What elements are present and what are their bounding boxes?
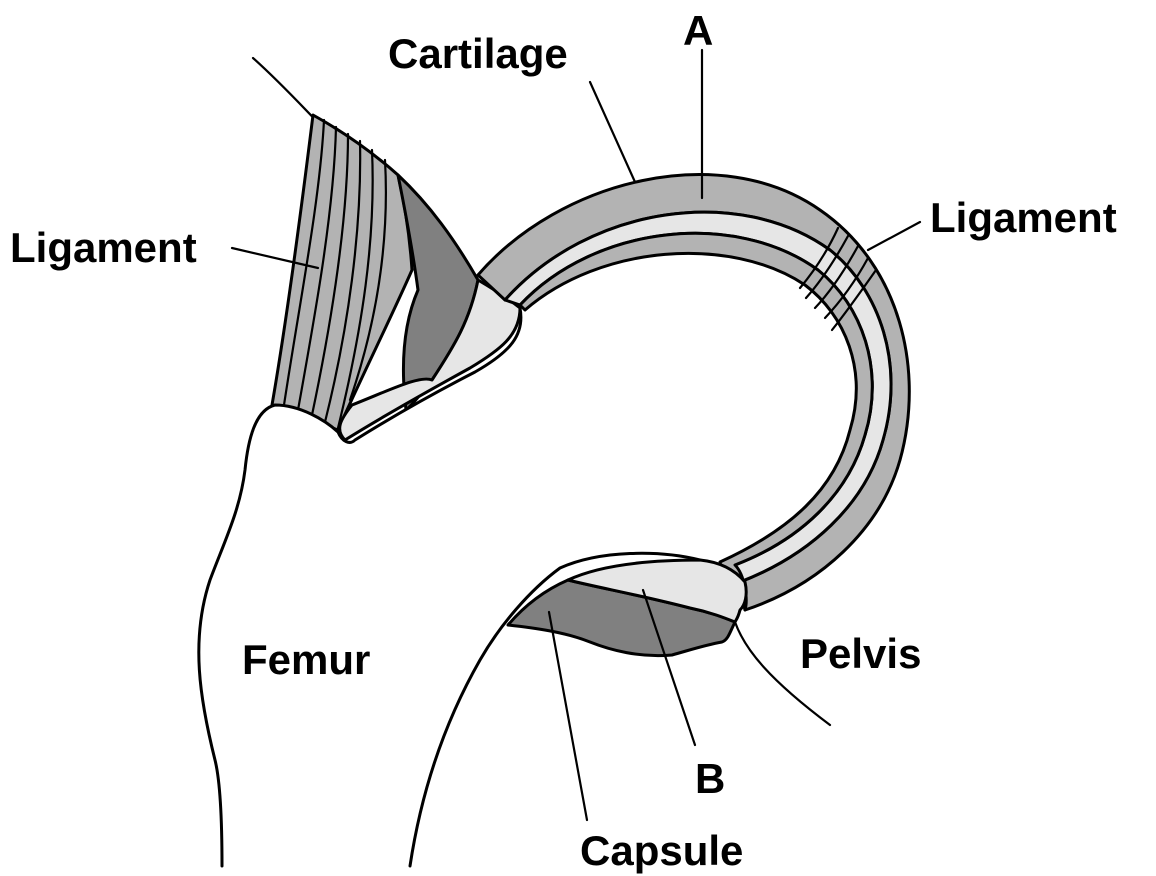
label-b: B <box>695 755 725 802</box>
label-capsule: Capsule <box>580 827 743 874</box>
ligament-left <box>272 115 412 430</box>
label-a: A <box>683 7 713 54</box>
label-pelvis: Pelvis <box>800 630 921 677</box>
leader-capsule <box>549 612 587 820</box>
label-ligament-right: Ligament <box>930 194 1117 241</box>
leader-cartilage <box>590 82 635 182</box>
label-femur: Femur <box>242 636 370 683</box>
leader-ligament-right <box>868 222 920 250</box>
label-ligament-left: Ligament <box>10 224 197 271</box>
label-cartilage: Cartilage <box>388 30 568 77</box>
